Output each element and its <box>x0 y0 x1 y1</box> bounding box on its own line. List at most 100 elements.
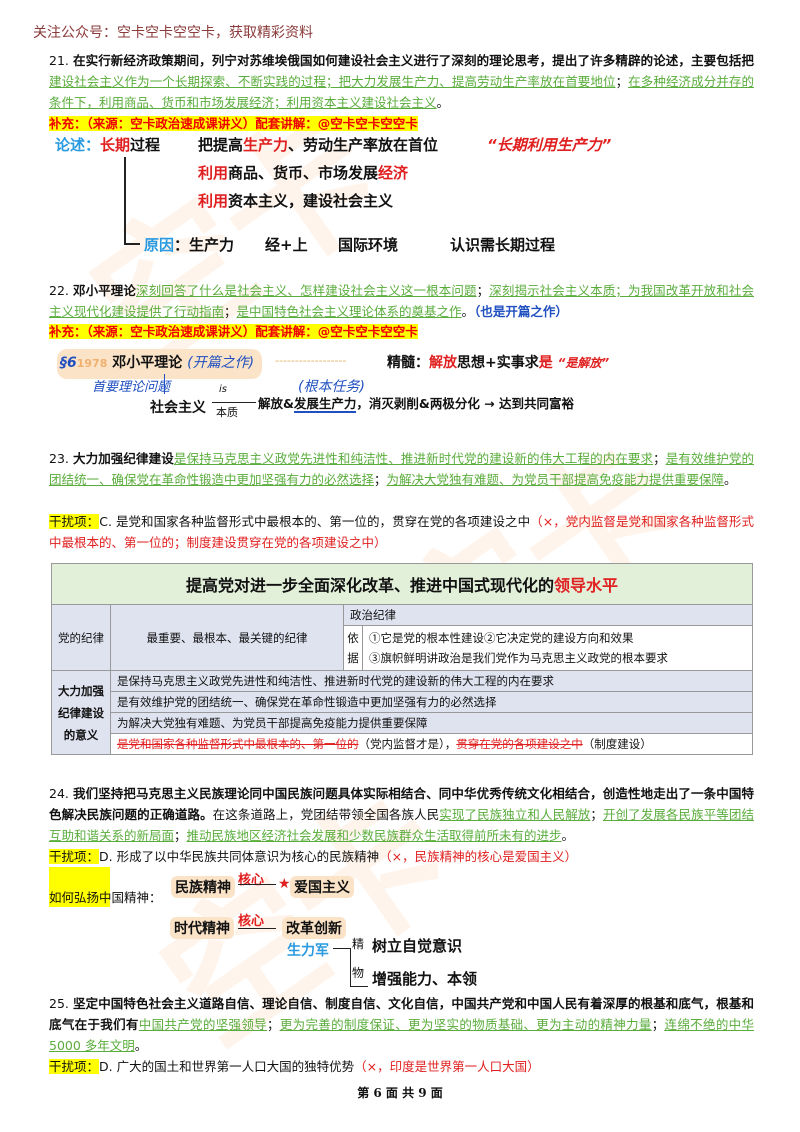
text-segment: 22. <box>49 283 73 298</box>
star-icon: ★ <box>278 876 291 892</box>
text-segment: 邓小平理论 <box>72 283 137 298</box>
text: 社会主义 <box>150 400 206 416</box>
text-segment: ； <box>590 807 603 822</box>
node: 树立自觉意识 <box>372 937 463 955</box>
text: 生产力 <box>243 136 289 154</box>
text: 精 <box>352 937 365 951</box>
text-segment: 。 <box>134 1038 148 1053</box>
q23-distractor: 干扰项：C. 是党和国家各种监督形式中最根本的、第一位的，贯穿在党的各项建设之中… <box>49 511 754 553</box>
label: 过程 <box>130 136 161 154</box>
text-segment: D. 广大的国土和世界第一人口大国的独特优势 <box>99 1059 355 1074</box>
text-segment: 开创了发展各民族平等团结互助和谐关系的新局面 <box>49 807 754 843</box>
arrow <box>238 928 276 929</box>
distractor-label: 干扰项： <box>49 514 100 529</box>
highlight-box <box>57 349 262 379</box>
row-label: 党的纪律 <box>51 604 111 671</box>
cell-text: 依 <box>347 631 359 645</box>
text-segment: 。 <box>724 472 737 487</box>
text: 是 <box>538 355 553 371</box>
text: 利用 <box>198 192 229 210</box>
text-segment: ； <box>224 304 237 319</box>
edge-label: 核心 <box>238 914 265 929</box>
text-segment: ； <box>615 74 629 89</box>
text-segment: C. 是党和国家各种监督形式中最根本的、第一位的，贯穿在党的各项建设之中 <box>99 514 531 529</box>
text-segment: 是中国特色社会主义理论体系的奠基之作 <box>236 304 462 319</box>
table-row: 大力加强纪律建设的意义是保持马克思主义政党先进性和纯洁性、推进新时代党的建设新的… <box>51 670 753 755</box>
node: 时代精神 <box>170 917 234 939</box>
text-segment: ； <box>174 828 187 843</box>
cell-text: 据 <box>347 651 359 665</box>
quote: “长期利用生产力” <box>487 136 612 154</box>
text-segment: D. 形成了以中华民族共同体意识为核心的民族精神 <box>99 849 380 864</box>
distractor-label: 干扰项： <box>49 1059 100 1074</box>
text-segment: 是有效维护党的团结统一、确保党在革命性锻造中更加坚强有力的必然选择 <box>49 451 754 487</box>
title-text: 提高党对进一步全面深化改革、推进中国式现代化的 <box>185 576 554 595</box>
node: 民族精神 <box>171 876 235 898</box>
text-segment: （也是开篇之作） <box>474 304 568 319</box>
cell-text: （制度建设） <box>582 737 652 751</box>
label: 长期 <box>100 136 131 154</box>
node: 生力军 <box>287 943 329 959</box>
text-segment: （×，印度是世界第一人口大国） <box>354 1059 540 1074</box>
text-segment: 为解决大党独有难题、为党员干部提高免疫能力提供重要保障 <box>386 472 725 487</box>
text: 国际环境 <box>338 236 399 254</box>
text-segment: 在实行新经济政策期间，列宁对苏维埃俄国如何建设社会主义进行了深刻的理论思考，提出… <box>72 53 754 68</box>
supplement-note: 补充：（来源：空卡政治速成课讲义）配套讲解：@空卡空卡空空卡 <box>49 324 418 339</box>
cell: 是有效维护党的团结统一、确保党在革命性锻造中更加坚强有力的必然选择 <box>110 691 753 713</box>
bracket-line <box>124 243 140 245</box>
text-segment: ； <box>651 1017 665 1032</box>
text: 解放 <box>429 355 457 371</box>
dashed-connector: ------------------ <box>275 354 347 367</box>
q21-supplement-row: 补充：（来源：空卡政治速成课讲义）配套讲解：@空卡空卡空空卡 <box>49 113 754 134</box>
text-segment: ； <box>374 472 387 487</box>
section-mark: §6 <box>60 355 77 371</box>
question-24: 24. 我们坚持把马克思主义民族理论同中国民族问题具体实际相结合、同中华优秀传统… <box>49 783 754 846</box>
quote: “是解放” <box>557 356 610 370</box>
cell-text: ③旗帜鲜明讲政治是我们党作为马克思主义政党的根本要求 <box>369 651 668 665</box>
question-23: 23. 大力加强纪律建设是保持马克思主义政党先进性和纯洁性、推进新时代党的建设新… <box>49 448 754 490</box>
connector <box>333 948 351 949</box>
text-segment: （×，民族精神的核心是爱国主义） <box>379 849 578 864</box>
text-segment: （×，党内监督是党和国家各种监督形式中最根本的、第一位的；制度建设贯穿在党的各项… <box>49 514 754 550</box>
text-segment: 连绵不绝的中华 5000 多年文明 <box>49 1017 754 1053</box>
table-row: 为解决大党独有难题、为党员干部提高免疫能力提供重要保障 <box>52 712 753 734</box>
cell: 最重要、最根本、最关键的纪律 <box>110 604 344 671</box>
text-segment: 在多种经济成分并存的条件下，利用商品、货币和市场发展经济；利用资本主义建设社会主… <box>49 74 754 110</box>
text-segment: 推动民族地区经济社会发展和少数民族群众生活取得前所未有的进步 <box>186 828 562 843</box>
text-segment: 实现了民族独立和人民解放 <box>439 807 591 822</box>
edge-label: 核心 <box>238 873 265 888</box>
q25-distractor: 干扰项：D. 广大的国土和世界第一人口大国的独特优势（×，印度是世界第一人口大国… <box>49 1056 754 1077</box>
note: (开篇之作) <box>187 355 255 371</box>
connector <box>164 374 165 394</box>
table-title: 提高党对进一步全面深化改革、推进中国式现代化的领导水平 <box>51 563 753 605</box>
text: 、劳动生产率放在首位 <box>288 136 439 154</box>
label: 原因 <box>144 236 175 254</box>
text-segment: 更为完善的制度保证、更为坚实的物质基础、更为主动的精神力量 <box>279 1017 652 1032</box>
text-segment: 我们坚持把马克思主义民族理论同中国民族问题具体实际相结合、同中华优秀传统文化相结… <box>49 786 754 822</box>
text: is <box>219 384 227 395</box>
text: 把提高 <box>198 136 244 154</box>
question-25: 25. 坚定中国特色社会主义道路自信、理论自信、制度自信、文化自信，中国共产党和… <box>49 993 754 1056</box>
text: 本质 <box>216 406 238 419</box>
node: 增强能力、本领 <box>372 970 478 988</box>
text-segment: 中国共产党的坚强领导 <box>138 1017 267 1032</box>
node: 爱国主义 <box>290 876 354 898</box>
cell: 是保持马克思主义政党先进性和纯洁性、推进新时代党的建设新的伟大工程的内在要求 <box>110 670 753 692</box>
text-segment: ； <box>267 1017 280 1032</box>
supplement-note: 补充：（来源：空卡政治速成课讲义）配套讲解：@空卡空卡空空卡 <box>49 116 418 131</box>
arrow <box>238 884 276 885</box>
connector <box>350 986 368 987</box>
text-segment: 大力加强纪律建设 <box>72 451 174 466</box>
text-segment: 25. <box>49 996 73 1011</box>
text-segment: 。 <box>561 828 575 843</box>
note: (根本任务) <box>298 379 365 395</box>
text: 利用 <box>198 164 229 182</box>
text-segment: ； <box>476 283 490 298</box>
highlight <box>49 867 110 907</box>
text-segment: 23. <box>49 451 73 466</box>
text-segment: 。 <box>461 304 475 319</box>
text: 资本主义，建设社会主义 <box>228 192 394 210</box>
text-segment: 深刻揭示社会主义本质；为我国改革开放和社会主义现代化建设提供了行动指南 <box>49 283 754 319</box>
